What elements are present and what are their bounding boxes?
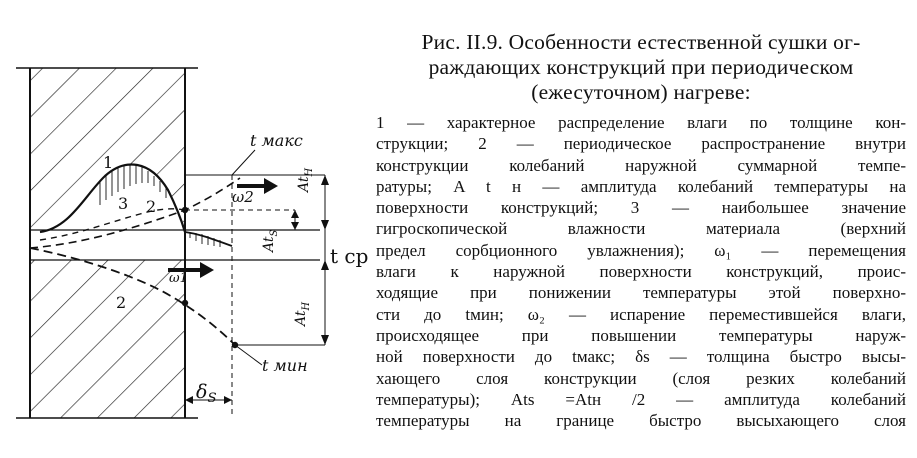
t-avg-label: t ср (330, 244, 369, 268)
legend-line: конструкции колебаний наружной суммарной… (376, 155, 906, 175)
legend-line: ратуры; A t н — амплитуда колебаний темп… (376, 176, 906, 196)
legend-line: ходящие при понижении температуры этой п… (376, 283, 906, 303)
curve-1-moisture (39, 163, 187, 234)
curve-2-upper-label: 2 (146, 197, 157, 216)
curve-2-lower-temperature (29, 247, 236, 346)
legend-line: поверхности конструкций; 3 — наибольшее … (376, 198, 906, 218)
wall-drying-diagram: t макс t ср t мин ω2 ω1 1 2 3 2 AtН AtS … (0, 0, 370, 458)
legend-line: влаги к наружной поверхности конструкций… (376, 262, 906, 282)
diagram-drawing (16, 67, 329, 419)
legend-line: струкции; 2 — периодическое распростране… (376, 134, 906, 154)
figure-caption: Рис. II.9. Особенности естественной сушк… (376, 30, 906, 430)
legend-line: предел сорбционного увлажнения); ω₁ — пе… (376, 240, 906, 260)
delta-s-dimension (185, 396, 232, 404)
omega1-label: ω1 (169, 271, 188, 286)
t-min-label: t мин (262, 356, 308, 375)
amp-surface-lower-label: AtН (293, 301, 312, 326)
curve-2-lower-label: 2 (116, 293, 127, 312)
legend-line: ной поверхности до tмакс; δs — толщина б… (376, 347, 906, 367)
caption-title-line: Рис. II.9. Особенности естественной сушк… (421, 30, 861, 54)
delta-s-label: δS (196, 381, 217, 406)
omega1-arrow (168, 262, 214, 278)
omega2-label: ω2 (232, 188, 254, 206)
legend-line: хающего слоя конструкции (слоя резких ко… (376, 368, 906, 388)
curve-3-label: 3 (118, 194, 129, 213)
legend-line: сти до tмин; ω₂ — испарение переместивше… (376, 304, 906, 324)
caption-title: Рис. II.9. Особенности естественной сушк… (376, 30, 906, 105)
legend-line: гигроскопической влажности материала (ве… (376, 219, 906, 239)
amp-boundary-label: AtS (261, 229, 280, 252)
curve-1-label: 1 (103, 153, 114, 172)
legend-line: температуры на границе быстро высыхающег… (376, 411, 906, 431)
curve-3-hygroscopic (39, 208, 186, 241)
legend-line: температуры); Ats =Atн /2 — амплитуда ко… (376, 389, 906, 409)
omega2-arrow (237, 178, 278, 194)
legend-line: происходящее при повышении температуры н… (376, 325, 906, 345)
amp-surface-label: AtН (296, 167, 315, 192)
moisture-hump-fill (40, 164, 185, 232)
amplitude-dimension-lines (291, 175, 329, 345)
caption-title-line: (ежесуточном) нагреве: (531, 80, 751, 104)
t-max-label: t макс (250, 131, 303, 150)
caption-title-line: раждающих конструкций при периодическом (428, 55, 854, 79)
legend-line: 1 — характерное распределение влаги по т… (376, 113, 906, 132)
curve-2-upper-temperature (29, 177, 241, 249)
caption-legend: 1 — характерное распределение влаги по т… (376, 112, 906, 431)
